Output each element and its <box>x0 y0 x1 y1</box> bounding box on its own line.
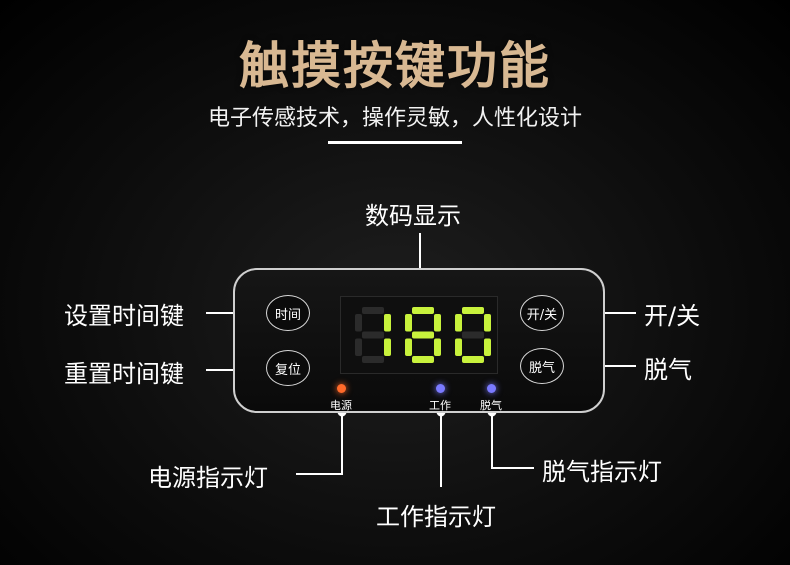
page-subtitle: 电子传感技术，操作灵敏，人性化设计 <box>207 106 582 131</box>
digit-3-segment-e <box>455 338 462 356</box>
callout-reset-time-key: 重置时间键 <box>64 360 184 388</box>
callout-power-toggle: 开/关 <box>644 302 701 330</box>
digit-2-segment-f <box>405 314 412 332</box>
degas-led-callout-line <box>491 412 534 469</box>
digit-1-segment-b <box>384 314 391 332</box>
digit-1-segment-f <box>355 314 362 332</box>
digit-1-segment-g <box>362 331 384 339</box>
digit-1-segment-c <box>384 338 391 356</box>
digit-2-segment-g <box>412 331 434 339</box>
digit-1-segment-a <box>362 307 384 314</box>
digit-3-segment-a <box>462 307 484 314</box>
degas-indicator-led <box>487 384 496 393</box>
power-indicator-led <box>337 384 346 393</box>
digit-3-segment-d <box>462 356 484 363</box>
digital-display <box>340 296 498 374</box>
power-led-label: 电源 <box>330 399 352 412</box>
digit-3-segment-g <box>462 331 484 339</box>
digit-2-segment-a <box>412 307 434 314</box>
callout-work-indicator: 工作指示灯 <box>376 503 496 531</box>
digit-3-segment-c <box>484 338 491 356</box>
digit-2-segment-b <box>434 314 441 332</box>
callout-set-time-key: 设置时间键 <box>64 302 184 330</box>
seven-segment-readout <box>355 307 491 363</box>
work-indicator-led <box>436 384 445 393</box>
digit-2-segment-e <box>405 338 412 356</box>
degas-led-label: 脱气 <box>480 399 502 412</box>
digit-1-segment-e <box>355 338 362 356</box>
reset-key-button[interactable]: 复位 <box>266 350 310 386</box>
power-key-button[interactable]: 开/关 <box>520 295 564 331</box>
digit-1-segment-d <box>362 356 384 363</box>
degas-key-button[interactable]: 脱气 <box>520 348 564 384</box>
digit-2-segment-d <box>412 356 434 363</box>
title-divider <box>328 141 462 144</box>
callout-digital-display: 数码显示 <box>365 202 461 230</box>
digit-3-segment-f <box>455 314 462 332</box>
page-title: 触摸按键功能 <box>239 37 551 95</box>
work-led-label: 工作 <box>429 399 451 412</box>
power-led-callout-line <box>296 412 343 475</box>
time-key-button[interactable]: 时间 <box>266 295 310 331</box>
callout-power-indicator: 电源指示灯 <box>148 464 268 492</box>
callout-degas: 脱气 <box>644 356 692 384</box>
digit-2-segment-c <box>434 338 441 356</box>
callout-degas-indicator: 脱气指示灯 <box>542 458 662 486</box>
digit-3-segment-b <box>484 314 491 332</box>
